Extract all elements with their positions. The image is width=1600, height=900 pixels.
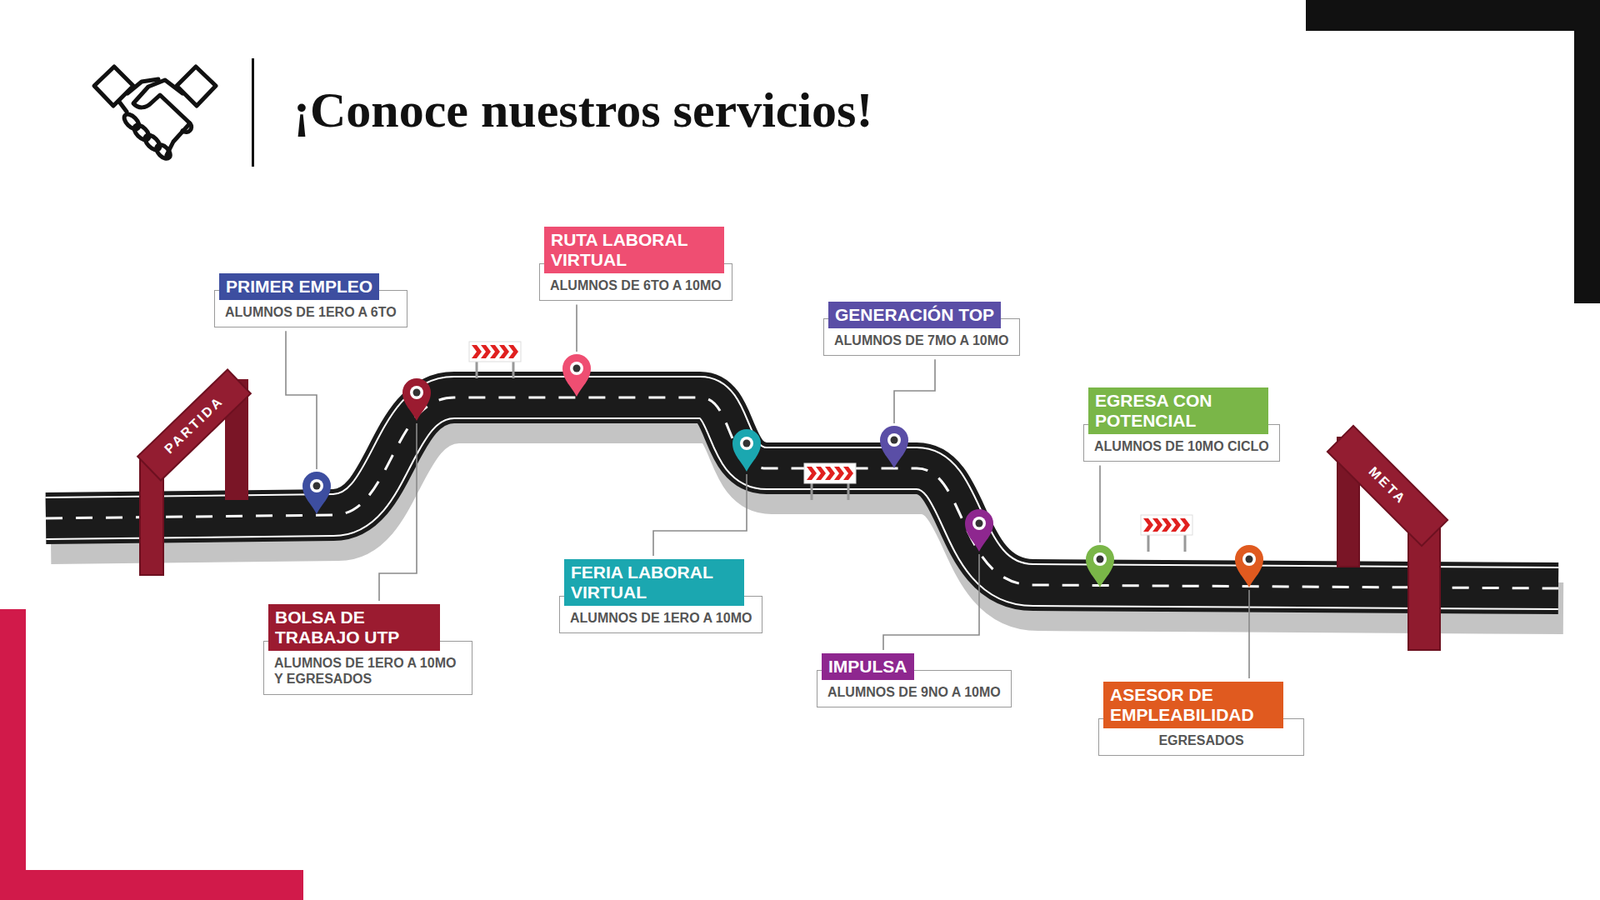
gate-label: PARTIDA: [162, 394, 227, 457]
leader-line: [1248, 590, 1250, 679]
road-barrier: [469, 341, 521, 379]
service-callout: ASESOR DE EMPLEABILIDADEGRESADOS: [1098, 681, 1305, 756]
service-callout: IMPULSAALUMNOS DE 9NO A 10MO: [816, 653, 1012, 708]
leader-line: [1099, 465, 1101, 543]
road: [45, 397, 1559, 589]
service-callout: GENERACIÓN TOPALUMNOS DE 7MO A 10MO: [823, 301, 1020, 356]
road-edge-line: [45, 397, 1559, 589]
slide-title: ¡Conoce nuestros servicios!: [293, 80, 873, 140]
service-name: IMPULSA: [821, 653, 915, 680]
start-gate: [137, 370, 251, 575]
service-name: EGRESA CON POTENCIAL: [1088, 387, 1269, 435]
corner-frame: [0, 609, 304, 900]
title-separator: [251, 58, 255, 167]
service-callout: BOLSA DE TRABAJO UTPALUMNOS DE 1ERO A 10…: [263, 604, 473, 695]
map-pin: [1085, 545, 1115, 588]
road-barrier: [1140, 515, 1193, 552]
finish-gate: [1327, 425, 1448, 650]
service-callout: FERIA LABORAL VIRTUALALUMNOS DE 1ERO A 1…: [559, 559, 763, 634]
service-callout: PRIMER EMPLEOALUMNOS DE 1ERO A 6TO: [214, 273, 408, 328]
gate-beam: [1327, 425, 1448, 546]
road-surface: [45, 397, 1559, 589]
map-pin: [402, 378, 431, 421]
map-pin: [732, 429, 761, 472]
road-center-line: [45, 397, 1559, 589]
icon-stroke: [119, 101, 127, 112]
gate-beam: [137, 370, 251, 481]
icon-stroke: [94, 66, 134, 106]
service-name: RUTA LABORAL VIRTUAL: [544, 226, 725, 274]
icon-stroke: [176, 66, 216, 106]
service-name: PRIMER EMPLEO: [219, 273, 380, 300]
gate-label: META: [1365, 464, 1409, 507]
service-name: BOLSA DE TRABAJO UTP: [268, 604, 440, 651]
leader-line: [285, 330, 317, 470]
map-pin: [302, 471, 331, 515]
service-callout: EGRESA CON POTENCIALALUMNOS DE 10MO CICL…: [1083, 387, 1280, 462]
leader-line: [575, 304, 578, 352]
corner-frame: [1305, 0, 1600, 304]
service-callout: RUTA LABORAL VIRTUALALUMNOS DE 6TO A 10M…: [539, 226, 733, 301]
icon-stroke: [154, 142, 174, 162]
service-name: ASESOR DE EMPLEABILIDAD: [1103, 681, 1284, 729]
leader-line: [894, 359, 935, 424]
service-name: FERIA LABORAL VIRTUAL: [564, 559, 745, 606]
leader-line: [653, 474, 747, 556]
icon-stroke: [131, 122, 152, 143]
map-pin: [1235, 545, 1264, 588]
road-barrier: [804, 463, 856, 500]
icon-stroke: [121, 111, 142, 132]
leader-line: [379, 423, 417, 601]
service-name: GENERACIÓN TOP: [828, 301, 1001, 329]
map-pin: [965, 509, 994, 552]
handshake-icon: [94, 66, 216, 161]
map-pin: [880, 425, 909, 469]
map-pin: [562, 354, 591, 397]
icon-stroke: [142, 132, 163, 153]
leader-line: [883, 554, 980, 650]
